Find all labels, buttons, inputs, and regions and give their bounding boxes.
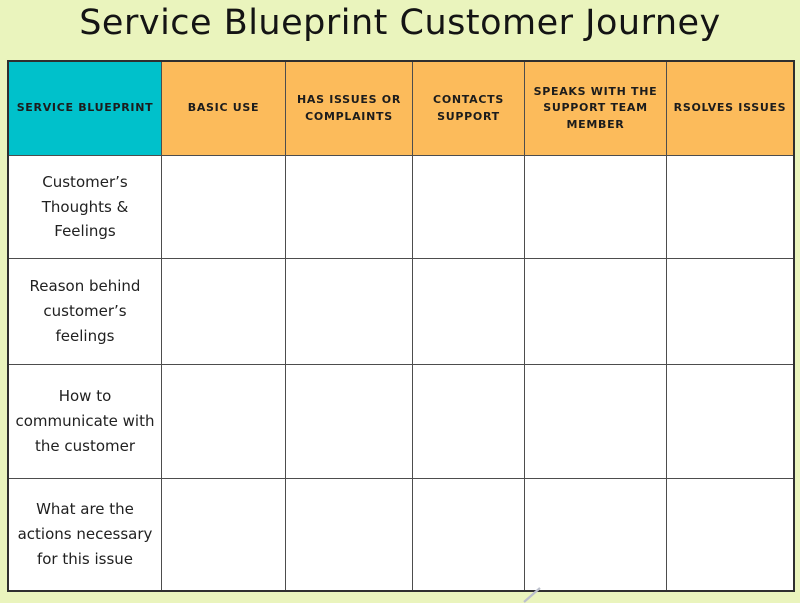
table-cell[interactable]: [162, 259, 286, 365]
row-label-thoughts-feelings: Customer’s Thoughts & Feelings: [9, 156, 162, 259]
table-cell[interactable]: [413, 479, 525, 590]
table-cell[interactable]: [667, 365, 793, 479]
table-cell[interactable]: [413, 365, 525, 479]
table-cell[interactable]: [286, 365, 413, 479]
table-cell[interactable]: [162, 156, 286, 259]
table-cell[interactable]: [525, 259, 667, 365]
header-cell-service-blueprint: SERVICE BLUEPRINT: [9, 62, 162, 156]
table-cell[interactable]: [667, 259, 793, 365]
service-blueprint-table: SERVICE BLUEPRINT BASIC USE HAS ISSUES O…: [7, 60, 795, 592]
table-cell[interactable]: [286, 259, 413, 365]
table-cell[interactable]: [525, 156, 667, 259]
page-title: Service Blueprint Customer Journey: [79, 3, 721, 43]
table-cell[interactable]: [162, 479, 286, 590]
row-label-reason-feelings: Reason behind customer’s feelings: [9, 259, 162, 365]
table-cell[interactable]: [413, 259, 525, 365]
table-cell[interactable]: [413, 156, 525, 259]
table-cell[interactable]: [286, 156, 413, 259]
table-cell[interactable]: [525, 479, 667, 590]
header-cell-contacts-support: CONTACTS SUPPORT: [413, 62, 525, 156]
table-cell[interactable]: [667, 479, 793, 590]
header-cell-speaks-with-support: SPEAKS WITH THE SUPPORT TEAM MEMBER: [525, 62, 667, 156]
row-label-how-to-communicate: How to communicate with the customer: [9, 365, 162, 479]
table-cell[interactable]: [667, 156, 793, 259]
header-cell-has-issues: HAS ISSUES OR COMPLAINTS: [286, 62, 413, 156]
header-cell-rsolves-issues: RSOLVES ISSUES: [667, 62, 793, 156]
row-label-actions-necessary: What are the actions necessary for this …: [9, 479, 162, 590]
table-cell[interactable]: [286, 479, 413, 590]
table-cell[interactable]: [162, 365, 286, 479]
table-cell[interactable]: [525, 365, 667, 479]
header-cell-basic-use: BASIC USE: [162, 62, 286, 156]
